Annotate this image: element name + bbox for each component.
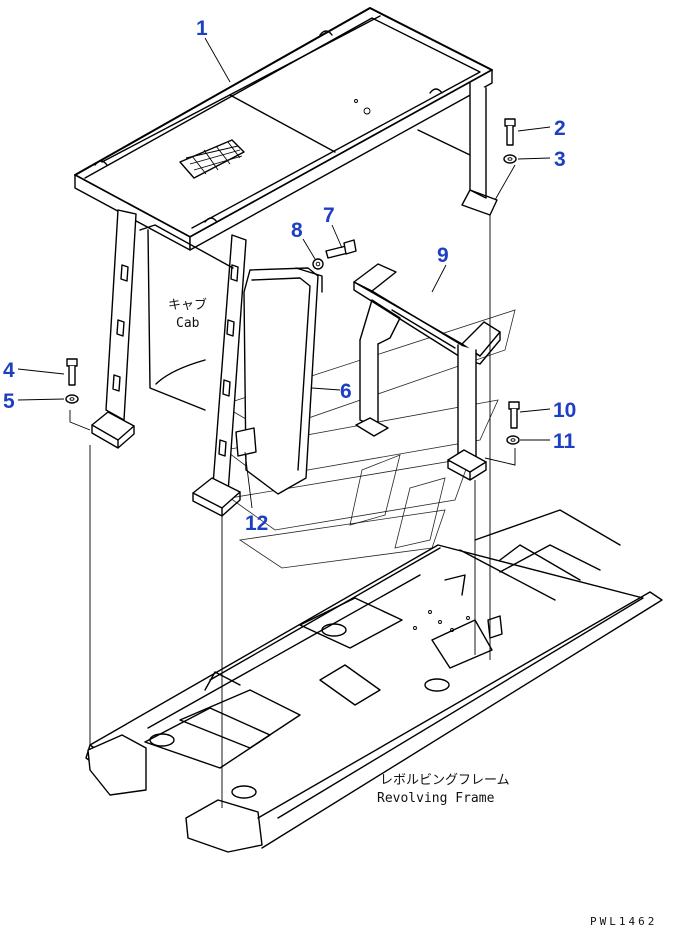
washer-11 xyxy=(506,435,520,445)
roof-mesh xyxy=(179,139,245,179)
frame-label-en: Revolving Frame xyxy=(377,791,495,806)
callout-3: 3 xyxy=(554,148,566,171)
washer-5 xyxy=(65,394,79,404)
cab-label-jp: キャブ xyxy=(168,297,207,313)
bolt-10 xyxy=(508,401,520,429)
washer-8 xyxy=(312,258,324,270)
cab-label-en: Cab xyxy=(176,316,200,331)
support-stand xyxy=(353,263,501,481)
drawing-code: PWL1462 xyxy=(590,915,657,928)
callout-5: 5 xyxy=(3,390,15,413)
frame-label-jp: レボルビングフレーム xyxy=(380,773,510,788)
revolving-frame xyxy=(85,509,663,853)
bolt-4 xyxy=(66,358,78,386)
callout-numbers: 1 2 3 4 5 6 7 8 9 10 11 12 xyxy=(3,17,576,535)
callout-10: 10 xyxy=(553,399,576,422)
callout-1: 1 xyxy=(196,17,208,40)
callout-9: 9 xyxy=(437,244,449,267)
leader-lines xyxy=(17,37,551,509)
callout-7: 7 xyxy=(323,204,335,227)
cover-plate xyxy=(243,267,323,495)
roof-guard xyxy=(74,7,498,517)
alignment-lines xyxy=(69,164,516,808)
plate-12 xyxy=(235,427,257,457)
washer-3 xyxy=(503,154,517,164)
callout-6: 6 xyxy=(340,380,352,403)
callout-4: 4 xyxy=(3,359,15,382)
callout-2: 2 xyxy=(554,117,566,140)
bolt-2 xyxy=(504,118,516,146)
callout-12: 12 xyxy=(245,512,268,535)
bolt-7 xyxy=(325,239,357,259)
callout-8: 8 xyxy=(291,219,303,242)
callout-11: 11 xyxy=(553,430,576,453)
